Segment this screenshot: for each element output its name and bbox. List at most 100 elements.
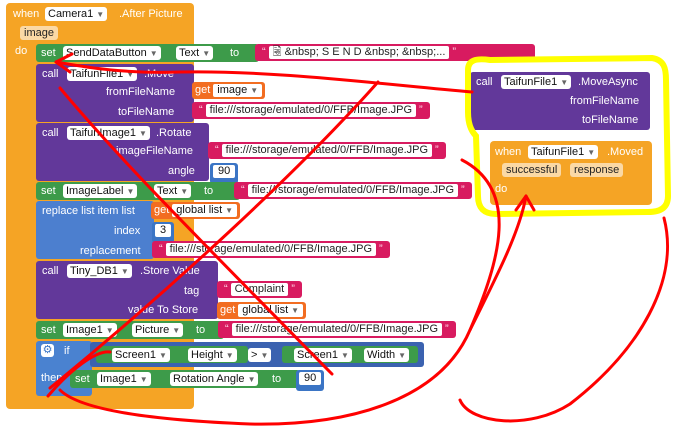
compare-block[interactable]: Screen1▼ Height▼ >▼ Screen1▼ Width▼: [90, 342, 424, 367]
do-keyword: do: [15, 45, 28, 57]
value-to-store-label: value To Store: [128, 304, 199, 316]
to-keyword: to: [196, 324, 206, 336]
screen1-height-getter[interactable]: Screen1▼ Height▼: [96, 346, 248, 363]
response-param[interactable]: response: [570, 163, 624, 177]
call-keyword: call: [42, 265, 59, 277]
chevron-down-icon: ▼: [105, 326, 114, 335]
width-prop-dropdown[interactable]: Width▼: [364, 348, 410, 362]
do-keyword-2: do: [495, 183, 508, 195]
screen1-dropdown-2[interactable]: Screen1▼: [294, 348, 352, 362]
image1-dropdown-2[interactable]: Image1▼: [97, 372, 151, 386]
picture-prop-dropdown[interactable]: Picture▼: [132, 323, 184, 337]
rotate-path-string[interactable]: “file:///storage/emulated/0/FFB/Image.JP…: [208, 142, 446, 159]
rotate-path[interactable]: file:///storage/emulated/0/FFB/Image.JPG: [221, 143, 433, 157]
tag-value[interactable]: Complaint: [230, 282, 289, 296]
replacement-path[interactable]: file:///storage/emulated/0/FFB/Image.JPG: [165, 242, 377, 256]
tofilename-label-2: toFileName: [582, 114, 639, 126]
set-keyword: set: [41, 324, 56, 336]
index-value[interactable]: 3: [155, 224, 172, 237]
chevron-down-icon: ▼: [139, 129, 147, 138]
taifunimage-rotate-block[interactable]: call TaifunImage1▼ .Rotate imageFileName…: [36, 123, 209, 181]
set-keyword: set: [41, 185, 56, 197]
taifunfile-dropdown-2[interactable]: TaifunFile1▼: [501, 75, 572, 89]
call-keyword: call: [42, 68, 59, 80]
send-text-string[interactable]: “🗟 &nbsp; S E N D &nbsp; &nbsp;...”: [255, 44, 535, 61]
chevron-down-icon: ▼: [250, 85, 259, 95]
to-keyword: to: [230, 47, 240, 59]
screen1-dropdown[interactable]: Screen1▼: [112, 348, 170, 362]
moveasync-method: .MoveAsync: [578, 76, 638, 88]
imagelabel-path-string[interactable]: “file:///storage/emulated/0/FFB/Image.JP…: [234, 182, 472, 199]
to-keyword: to: [272, 373, 282, 385]
operator-dropdown[interactable]: >▼: [248, 348, 272, 362]
chevron-down-icon: ▼: [247, 375, 256, 384]
tag-label: tag: [184, 285, 200, 297]
rotation-value[interactable]: 90: [299, 372, 322, 385]
set-senddatabutton-text-block[interactable]: set SendDataButton▼ Text▼ to: [36, 44, 259, 62]
replace-list-item-label: replace list item list: [42, 205, 135, 217]
successful-param[interactable]: successful: [502, 163, 562, 177]
call-keyword: call: [42, 127, 59, 139]
taifunfile-move-block[interactable]: call TaifunFile1▼ .Move fromFileName toF…: [36, 64, 194, 122]
chevron-down-icon: ▼: [260, 351, 269, 360]
send-text-value[interactable]: 🗟 &nbsp; S E N D &nbsp; &nbsp;...: [268, 45, 450, 59]
rotate-angle-value[interactable]: 90: [213, 165, 236, 178]
chevron-down-icon: ▼: [587, 148, 596, 157]
height-prop-dropdown[interactable]: Height▼: [188, 348, 237, 362]
chevron-down-icon: ▼: [560, 78, 569, 87]
tinydb-store-value-block[interactable]: call Tiny_DB1▼ .Store Value tag value To…: [36, 261, 218, 319]
tinydb-dropdown[interactable]: Tiny_DB1▼: [67, 264, 132, 278]
imagelabel-dropdown[interactable]: ImageLabel▼: [63, 184, 138, 198]
index-number[interactable]: 3: [152, 222, 175, 243]
when-keyword: when: [13, 8, 40, 20]
rotation-angle-dropdown[interactable]: Rotation Angle▼: [170, 372, 259, 386]
rotation-value-number[interactable]: 90: [296, 370, 325, 391]
set-image1-rotation-block[interactable]: set Image1▼ Rotation Angle▼ to: [70, 370, 300, 388]
chevron-down-icon: ▼: [202, 49, 211, 58]
chevron-down-icon: ▼: [225, 351, 234, 360]
taifunimage-dropdown[interactable]: TaifunImage1▼: [67, 126, 150, 140]
chevron-down-icon: ▼: [340, 351, 349, 360]
set-imagelabel-text-block[interactable]: set ImageLabel▼ Text▼ to: [36, 182, 240, 200]
taifunfile-moveasync-block[interactable]: call TaifunFile1▼ .MoveAsync fromFileNam…: [470, 72, 650, 130]
image-param[interactable]: image: [20, 26, 58, 40]
image1-path[interactable]: file:///storage/emulated/0/FFB/Image.JPG: [231, 322, 443, 336]
gear-icon[interactable]: ⚙: [41, 344, 54, 357]
imagelabel-path[interactable]: file:///storage/emulated/0/FFB/Image.JPG: [247, 183, 459, 197]
text-prop-dropdown[interactable]: Text▼: [154, 184, 192, 198]
global-list-dropdown[interactable]: global list▼: [172, 203, 238, 217]
chevron-down-icon: ▼: [291, 305, 300, 315]
image1-path-string[interactable]: “file:///storage/emulated/0/FFB/Image.JP…: [218, 321, 456, 338]
taifunfile-dropdown-3[interactable]: TaifunFile1▼: [528, 145, 599, 159]
replacement-path-string[interactable]: “file:///storage/emulated/0/FFB/Image.JP…: [152, 241, 390, 258]
chevron-down-icon: ▼: [172, 326, 181, 335]
chevron-down-icon: ▼: [96, 10, 105, 19]
move-to-path-string[interactable]: “file:///storage/emulated/0/FFB/Image.JP…: [192, 102, 430, 119]
camera-component-dropdown[interactable]: Camera1▼: [45, 7, 108, 21]
set-image1-picture-block[interactable]: set Image1▼ Picture▼ to: [36, 321, 224, 339]
rotate-angle-number[interactable]: 90: [210, 163, 239, 184]
senddatabutton-dropdown[interactable]: SendDataButton▼: [63, 46, 161, 60]
fromfilename-label-2: fromFileName: [570, 95, 640, 107]
text-prop-dropdown[interactable]: Text▼: [176, 46, 214, 60]
move-to-path[interactable]: file:///storage/emulated/0/FFB/Image.JPG: [205, 103, 417, 117]
image-var-dropdown[interactable]: image▼: [213, 83, 263, 97]
global-list-dropdown-2[interactable]: global list▼: [238, 303, 304, 317]
taifunfile-moved-event[interactable]: when TaifunFile1▼ .Moved successful resp…: [490, 141, 652, 205]
tag-complaint-string[interactable]: “Complaint”: [217, 281, 302, 298]
screen1-width-getter[interactable]: Screen1▼ Width▼: [282, 346, 418, 363]
chevron-down-icon: ▼: [126, 187, 135, 196]
to-keyword: to: [204, 185, 214, 197]
taifunfile-dropdown[interactable]: TaifunFile1▼: [67, 67, 138, 81]
chevron-down-icon: ▼: [149, 49, 158, 58]
chevron-down-icon: ▼: [158, 351, 167, 360]
image1-dropdown[interactable]: Image1▼: [63, 323, 117, 337]
chevron-down-icon: ▼: [139, 375, 148, 384]
chevron-down-icon: ▼: [180, 187, 189, 196]
chevron-down-icon: ▼: [225, 205, 234, 215]
moved-event-name: .Moved: [607, 146, 644, 158]
replace-list-item-block[interactable]: replace list item list index replacement: [36, 201, 154, 259]
